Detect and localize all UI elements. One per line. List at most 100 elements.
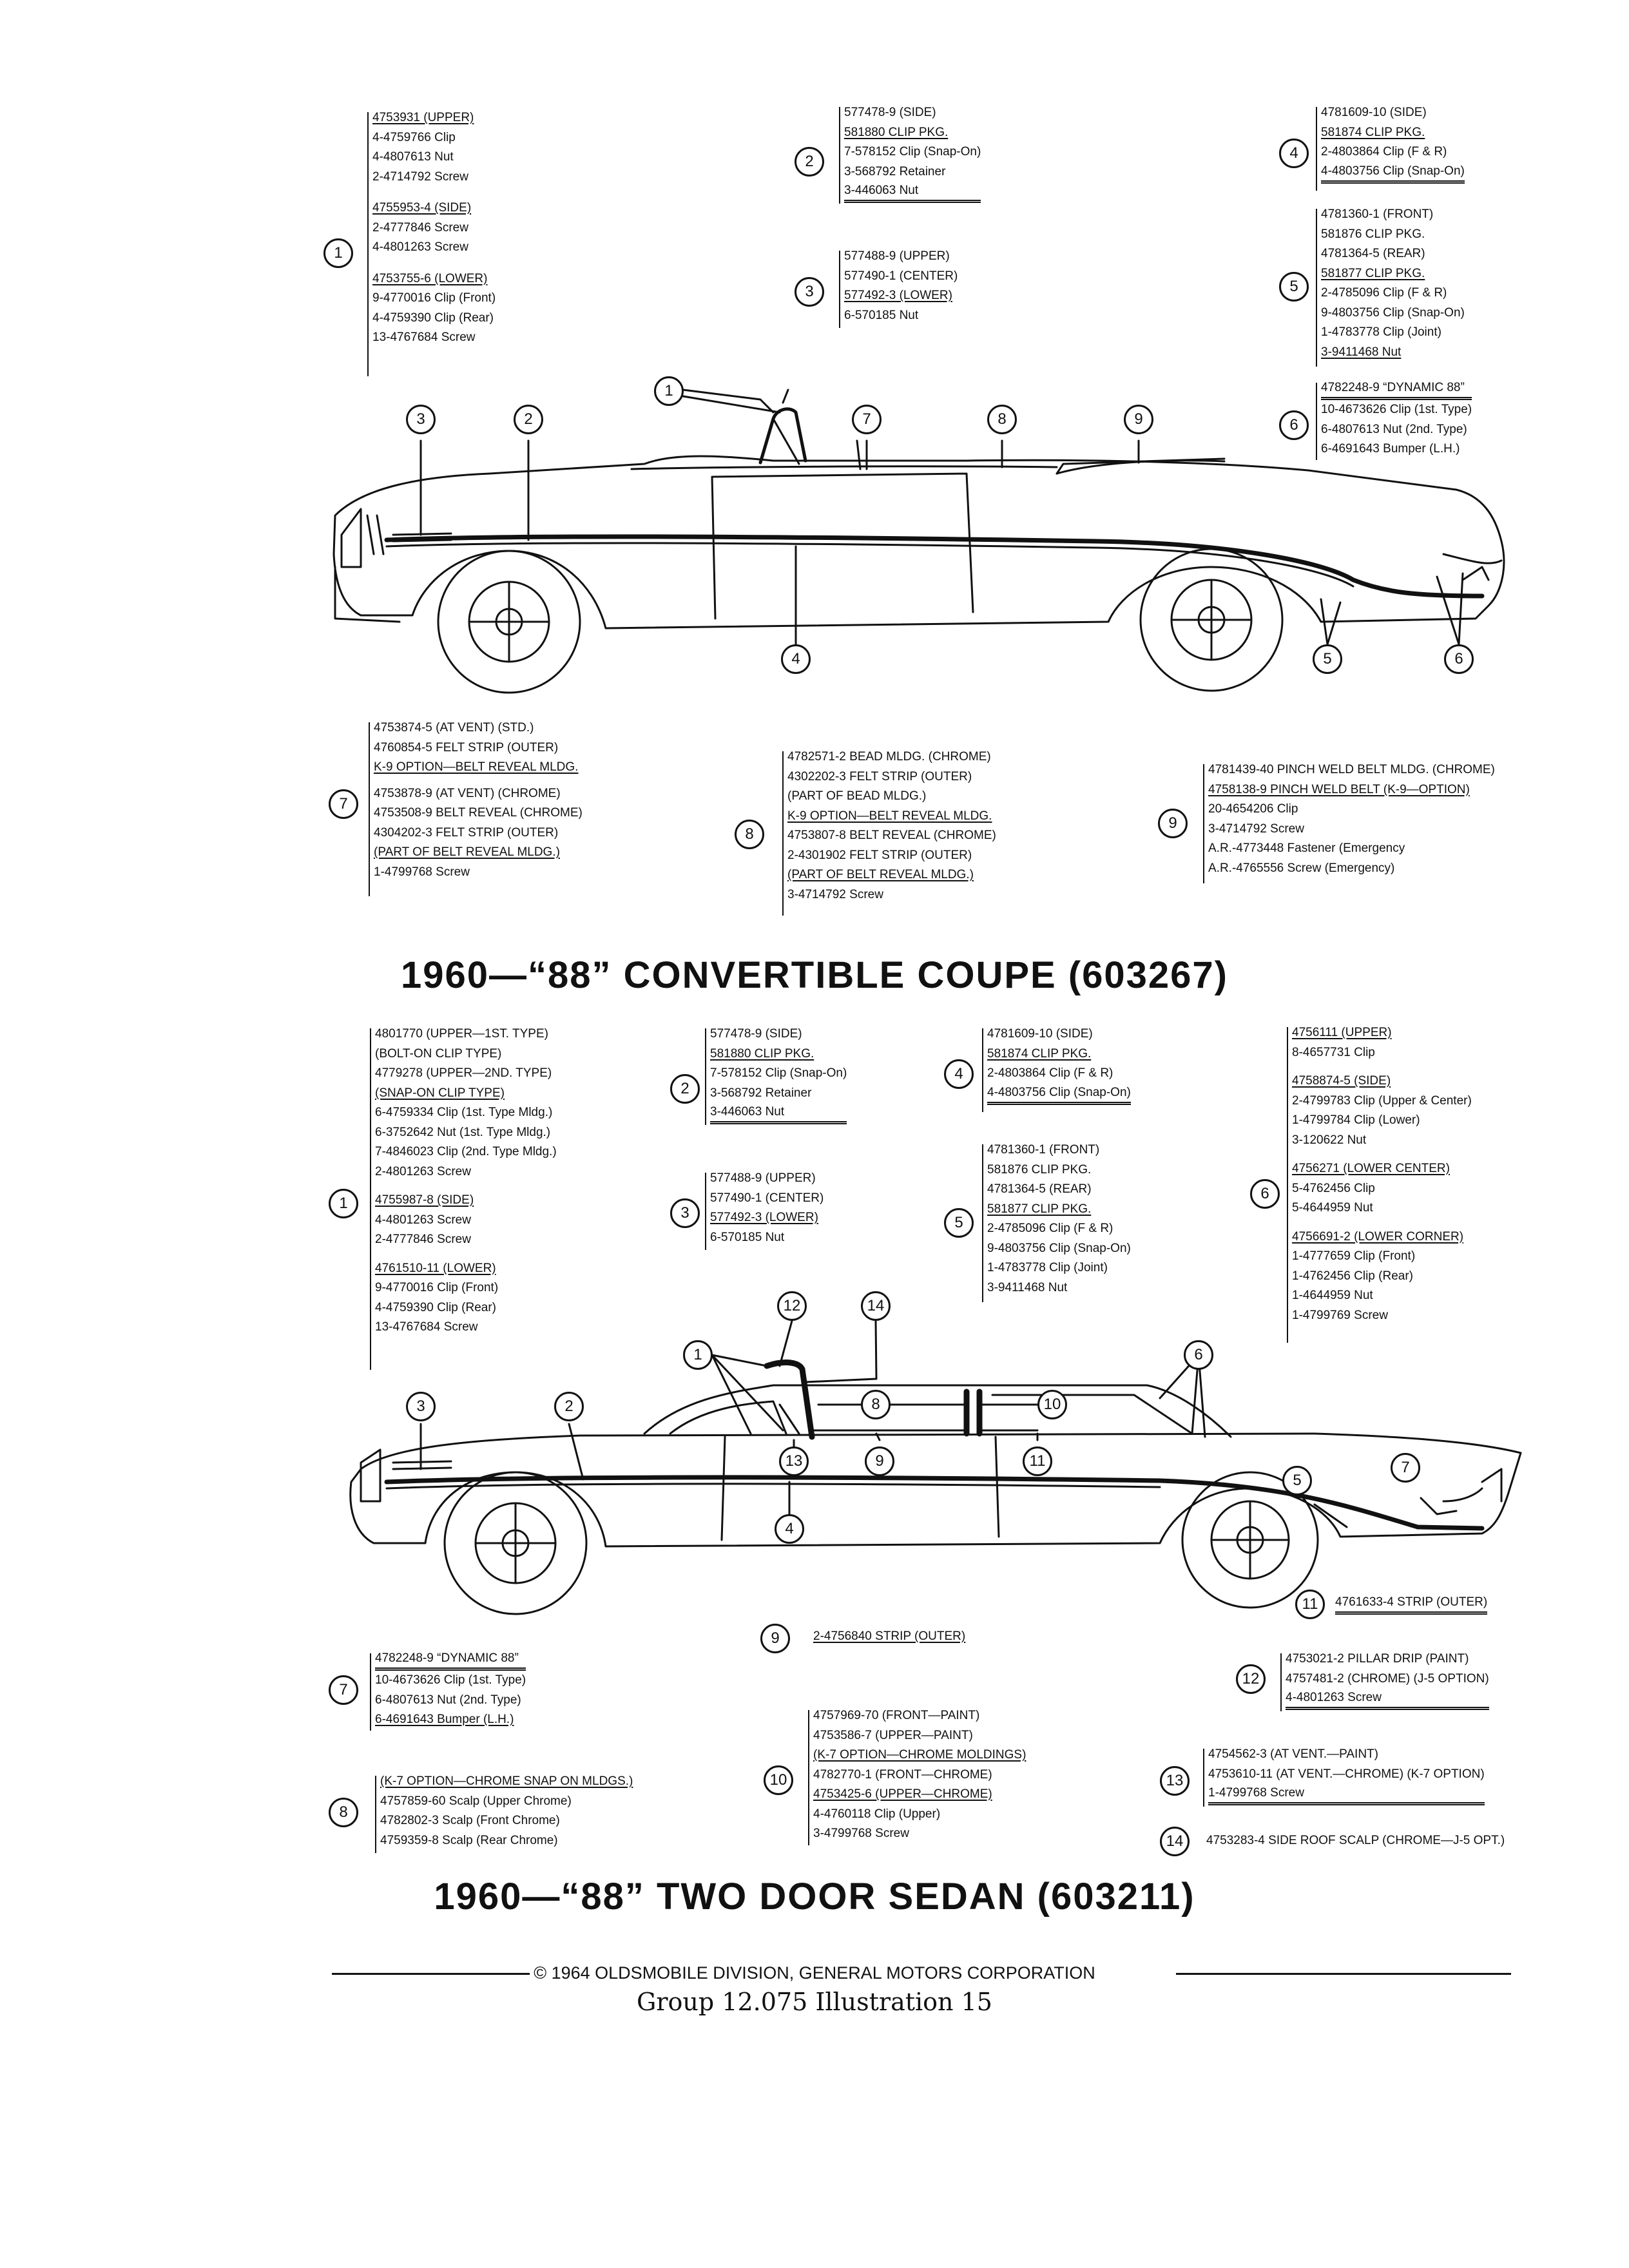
part-line: 1-4799768 Screw: [374, 865, 470, 879]
conv-part-list-2: 577478-9 (SIDE) 581880 CLIP PKG. 7-57815…: [839, 103, 981, 204]
part-line: 4753755-6 (LOWER): [372, 271, 488, 285]
callout-9: 9: [1158, 809, 1188, 838]
part-line: 2-4801263 Screw: [375, 1164, 471, 1178]
sedan-part-list-4: 4781609-10 (SIDE) 581874 CLIP PKG. 2-480…: [982, 1024, 1131, 1112]
part-line: 1-4799768 Screw: [1208, 1784, 1485, 1805]
part-line: 4753283-4 SIDE ROOF SCALP (CHROME—J-5 OP…: [1206, 1834, 1505, 1847]
part-line: 581880 CLIP PKG.: [710, 1046, 815, 1061]
group-illustration-caption: Group 12.075 Illustration 15: [637, 1988, 992, 2016]
part-line: 7-578152 Clip (Snap-On): [710, 1066, 847, 1080]
part-line: 4-4760118 Clip (Upper): [813, 1807, 941, 1821]
part-line: (PART OF BELT REVEAL MLDG.): [787, 868, 974, 881]
callout-8: 8: [987, 405, 1017, 434]
part-line: 2-4777846 Screw: [375, 1233, 471, 1246]
conv-part-list-3: 577488-9 (UPPER) 577490-1 (CENTER) 57749…: [839, 247, 958, 328]
part-line: (BOLT-ON CLIP TYPE): [375, 1046, 502, 1061]
footer-rule-right: [1176, 1973, 1511, 1975]
part-line: 4753021-2 PILLAR DRIP (PAINT): [1286, 1652, 1469, 1666]
sedan-title: 1960—“88” TWO DOOR SEDAN (603211): [434, 1876, 1195, 1917]
callout-11: 11: [1023, 1446, 1052, 1476]
part-line: 10-4673626 Clip (1st. Type): [375, 1673, 526, 1687]
callout-11: 11: [1295, 1590, 1325, 1619]
part-line: 2-4714792 Screw: [372, 169, 468, 184]
callout-9: 9: [760, 1624, 790, 1653]
callout-7: 7: [329, 1675, 358, 1705]
part-line: 7-4846023 Clip (2nd. Type Mldg.): [375, 1145, 557, 1158]
callout-1: 1: [683, 1340, 713, 1370]
part-line: 4-4759766 Clip: [372, 130, 456, 144]
part-line: 9-4770016 Clip (Front): [372, 291, 496, 305]
callout-8: 8: [735, 820, 764, 849]
callout-14: 14: [861, 1291, 891, 1321]
part-line: 3-4714792 Screw: [787, 887, 883, 901]
part-line: 4782571-2 BEAD MLDG. (CHROME): [787, 750, 991, 764]
part-line: 4753586-7 (UPPER—PAINT): [813, 1728, 973, 1742]
part-line: 2-4799783 Clip (Upper & Center): [1292, 1093, 1472, 1108]
part-line: 13-4767684 Screw: [372, 331, 476, 344]
part-line: 3-9411468 Nut: [987, 1280, 1068, 1294]
callout-7: 7: [852, 405, 882, 434]
part-line: 4753508-9 BELT REVEAL (CHROME): [374, 806, 583, 820]
part-line: 4753931 (UPPER): [372, 111, 474, 124]
callout-5: 5: [1313, 644, 1342, 674]
part-line: 4781609-10 (SIDE): [987, 1027, 1093, 1041]
callout-2: 2: [554, 1392, 584, 1421]
callout-10: 10: [1037, 1390, 1067, 1419]
part-line: 4756111 (UPPER): [1292, 1026, 1392, 1039]
callout-13: 13: [779, 1446, 809, 1476]
part-line: 2-4785096 Clip (F & R): [1321, 286, 1447, 300]
sedan-part-list-3: 577488-9 (UPPER) 577490-1 (CENTER) 57749…: [705, 1169, 824, 1250]
part-line: 6-4759334 Clip (1st. Type Mldg.): [375, 1106, 553, 1119]
part-line: 1-4777659 Clip (Front): [1292, 1249, 1416, 1263]
part-line: 577492-3 (LOWER): [710, 1211, 818, 1224]
part-line: 6-3752642 Nut (1st. Type Mldg.): [375, 1125, 551, 1139]
part-line: 4761633-4 STRIP (OUTER): [1335, 1593, 1488, 1615]
part-line: 6-570185 Nut: [710, 1230, 785, 1244]
part-line: 3-446063 Nut: [844, 182, 981, 203]
callout-1: 1: [329, 1189, 358, 1218]
part-line: 4753807-8 BELT REVEAL (CHROME): [787, 829, 996, 842]
callout-2: 2: [670, 1074, 700, 1104]
conv-part-list-5: 4781360-1 (FRONT) 581876 CLIP PKG. 47813…: [1316, 205, 1465, 367]
part-line: 5-4762456 Clip: [1292, 1181, 1375, 1195]
part-line: 4757859-60 Scalp (Upper Chrome): [380, 1794, 572, 1808]
part-line: K-9 OPTION—BELT REVEAL MLDG.: [787, 809, 992, 823]
part-line: 4757969-70 (FRONT—PAINT): [813, 1709, 980, 1722]
part-line: 6-4807613 Nut (2nd. Type): [1321, 422, 1467, 436]
part-line: 4753610-11 (AT VENT.—CHROME) (K-7 OPTION…: [1208, 1767, 1485, 1781]
callout-5: 5: [944, 1208, 974, 1238]
part-line: 3-4714792 Screw: [1208, 822, 1304, 836]
part-line: 4756691-2 (LOWER CORNER): [1292, 1229, 1464, 1244]
part-line: 8-4657731 Clip: [1292, 1045, 1375, 1059]
callout-6: 6: [1250, 1179, 1280, 1209]
part-line: 4-4803756 Clip (Snap-On): [987, 1084, 1131, 1105]
callout-13: 13: [1160, 1766, 1190, 1796]
part-line: (SNAP-ON CLIP TYPE): [375, 1086, 505, 1100]
part-line: 4761510-11 (LOWER): [375, 1261, 496, 1275]
part-line: 1-4783778 Clip (Joint): [1321, 325, 1441, 339]
part-line: 1-4783778 Clip (Joint): [987, 1261, 1108, 1274]
callout-6: 6: [1444, 644, 1474, 674]
sedan-part-list-8: (K-7 OPTION—CHROME SNAP ON MLDGS.) 47578…: [375, 1772, 633, 1853]
footer-rule-left: [332, 1973, 641, 1975]
copyright-text: © 1964 OLDSMOBILE DIVISION, GENERAL MOTO…: [530, 1963, 1099, 1983]
part-line: 1-4799784 Clip (Lower): [1292, 1113, 1420, 1127]
callout-8: 8: [861, 1390, 891, 1419]
part-line: 4801770 (UPPER—1ST. TYPE): [375, 1027, 548, 1041]
part-line: 577488-9 (UPPER): [710, 1171, 816, 1185]
sedan-part-list-9: 2-4756840 STRIP (OUTER): [813, 1627, 965, 1647]
callout-1: 1: [323, 238, 353, 268]
part-line: 4753878-9 (AT VENT) (CHROME): [374, 786, 561, 800]
conv-part-list-1: 4753931 (UPPER) 4-4759766 Clip 4-4807613…: [367, 108, 496, 376]
callout-9: 9: [1124, 405, 1153, 434]
part-line: 1-4644959 Nut: [1292, 1289, 1373, 1302]
sedan-part-list-14: 4753283-4 SIDE ROOF SCALP (CHROME—J-5 OP…: [1206, 1831, 1505, 1851]
conv-part-list-7: 4753874-5 (AT VENT) (STD.) 4760854-5 FEL…: [369, 718, 583, 896]
part-line: 4755987-8 (SIDE): [375, 1193, 474, 1207]
part-line: 9-4803756 Clip (Snap-On): [1321, 305, 1465, 320]
sedan-part-list-6: 4756111 (UPPER) 8-4657731 Clip 4758874-5…: [1287, 1023, 1472, 1343]
part-line: 3-9411468 Nut: [1321, 345, 1402, 359]
callout-12: 12: [777, 1291, 807, 1321]
part-line: 4760854-5 FELT STRIP (OUTER): [374, 740, 559, 754]
part-line: 3-568792 Retainer: [710, 1086, 812, 1100]
